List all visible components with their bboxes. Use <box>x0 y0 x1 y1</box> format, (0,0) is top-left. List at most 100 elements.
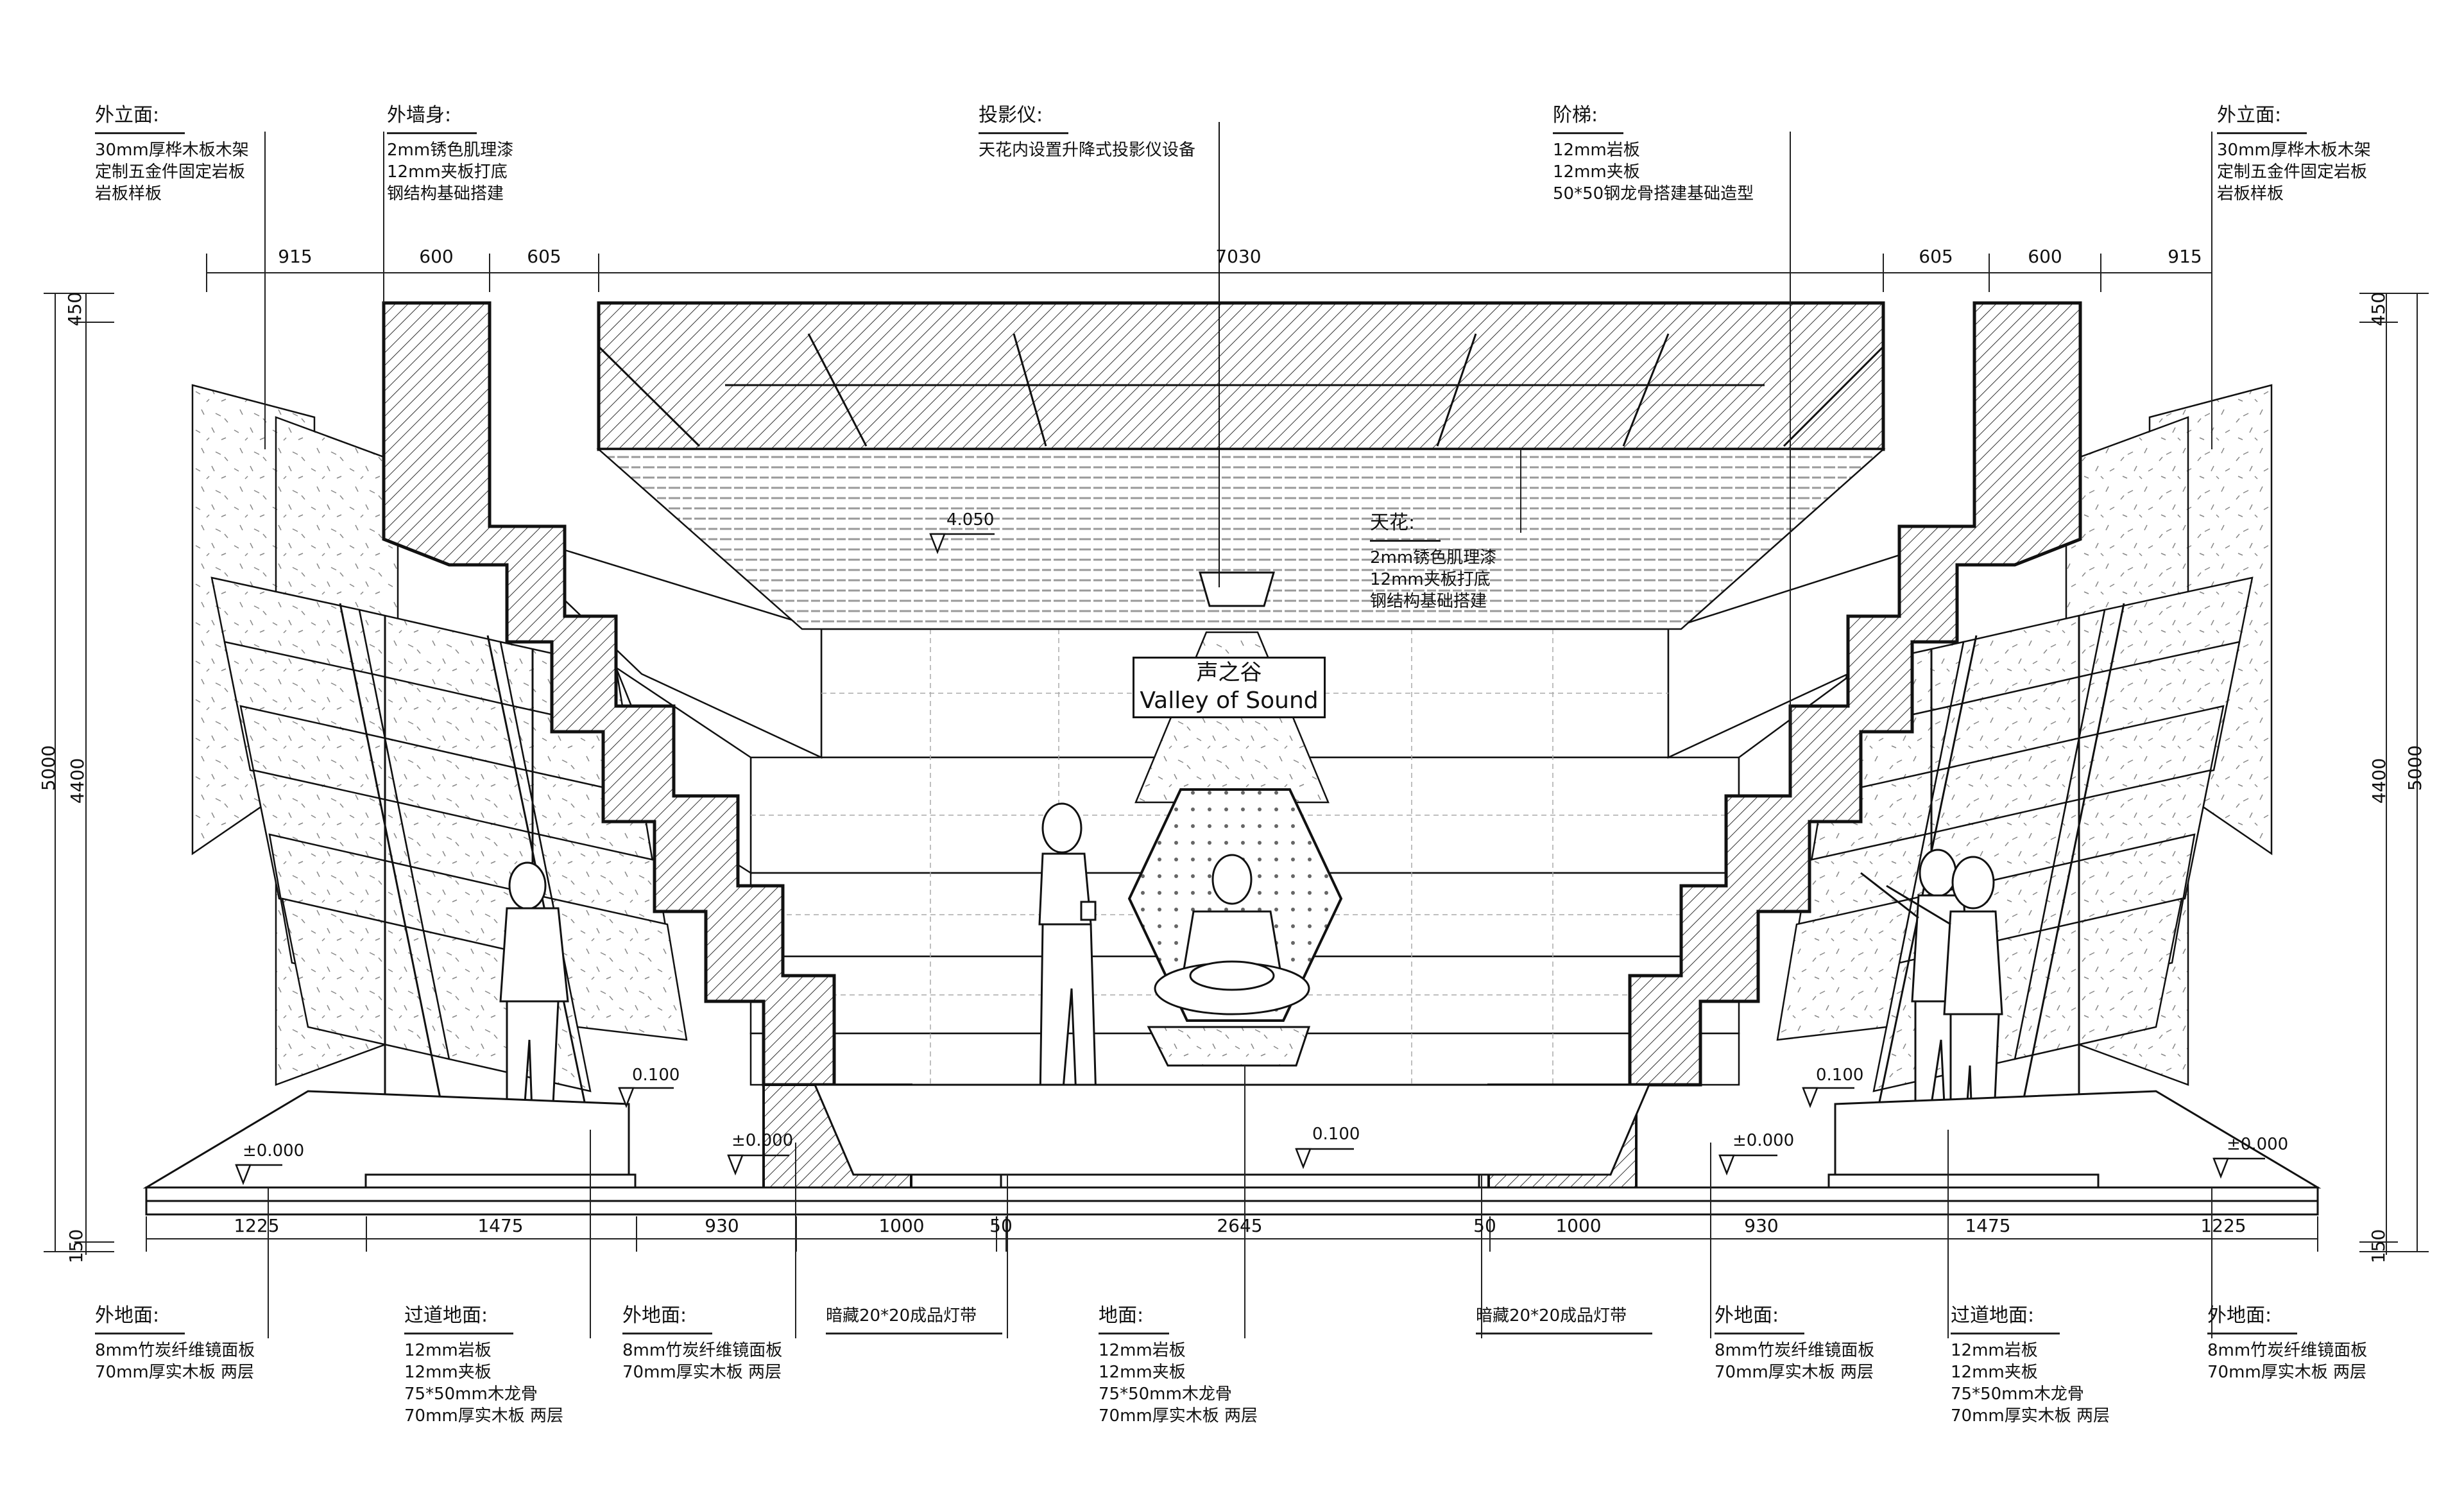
note-line: 2mm锈色肌理漆 <box>387 141 514 160</box>
top-dimension-line <box>206 254 2212 292</box>
hexagon-backrest <box>1127 788 1343 1022</box>
elev-ground-left-inner: ±0.000 <box>732 1131 794 1150</box>
note-line: 50*50钢龙骨搭建基础造型 <box>1553 184 1754 203</box>
note-line: 12mm夹板打底 <box>387 162 508 182</box>
note-title: 过道地面: <box>404 1303 514 1334</box>
elev-ceiling: 4.050 <box>946 510 995 530</box>
note-line: 12mm岩板 <box>1099 1341 1186 1360</box>
note-line: 8mm竹炭纤维镜面板 <box>2207 1341 2368 1360</box>
dim-bottom-6: 50 <box>1473 1215 1496 1236</box>
elev-right-passage: 0.100 <box>1816 1066 1864 1085</box>
dim-left-base: 150 <box>65 1229 87 1264</box>
note-line: 12mm夹板 <box>404 1363 492 1382</box>
projector-housing <box>1199 571 1275 607</box>
right-stepped-wall <box>1628 301 2082 1087</box>
ceiling-structure <box>597 301 1885 451</box>
note-title: 外地面: <box>1715 1303 1805 1334</box>
note-line: 钢结构基础搭建 <box>1370 592 1487 611</box>
valley-of-sound-sign: 声之谷 Valley of Sound <box>1133 657 1326 718</box>
note-outer-floor-1: 外地面: 8mm竹炭纤维镜面板 70mm厚实木板 两层 <box>95 1303 255 1383</box>
note-title: 外墙身: <box>387 103 477 134</box>
note-line: 70mm厚实木板 两层 <box>2207 1363 2367 1382</box>
note-title: 外地面: <box>622 1303 713 1334</box>
note-line: 岩板样板 <box>2217 184 2284 203</box>
note-line: 钢结构基础搭建 <box>387 184 504 203</box>
note-line: 定制五金件固定岩板 <box>2217 162 2368 182</box>
note-line: 2mm锈色肌理漆 <box>1370 548 1497 567</box>
seat-base <box>1147 1026 1311 1067</box>
note-line: 12mm夹板 <box>1099 1363 1186 1382</box>
dim-bottom-9: 1475 <box>1965 1215 2011 1236</box>
note-line: 70mm厚实木板 两层 <box>1099 1406 1258 1426</box>
note-line: 70mm厚实木板 两层 <box>95 1363 255 1382</box>
standing-person-left <box>499 861 569 1131</box>
ceiling-soffit <box>596 448 1886 630</box>
dim-top-5: 600 <box>2028 246 2062 267</box>
sign-chinese: 声之谷 <box>1196 660 1262 686</box>
elev-stage: 0.100 <box>1312 1125 1360 1144</box>
dim-bottom-1: 1475 <box>477 1215 524 1236</box>
elevation-markers <box>235 533 2265 1186</box>
note-title: 外地面: <box>95 1303 185 1334</box>
dim-left-middle: 4400 <box>67 757 89 804</box>
note-line: 岩板样板 <box>95 184 162 203</box>
dim-bottom-8: 930 <box>1744 1215 1779 1236</box>
dim-left-total: 5000 <box>38 745 60 791</box>
note-line: 12mm夹板 <box>1951 1363 2038 1382</box>
note-title: 地面: <box>1099 1303 1170 1334</box>
seated-person <box>1154 854 1310 1015</box>
note-line: 75*50mm木龙骨 <box>1951 1385 2084 1404</box>
note-facade-right: 外立面: 30mm厚桦木板木架 定制五金件固定岩板 岩板样板 <box>2217 103 2371 205</box>
dim-top-1: 600 <box>419 246 454 267</box>
note-line: 70mm厚实木板 两层 <box>622 1363 782 1382</box>
note-title: 阶梯: <box>1553 103 1624 134</box>
dim-top-6: 915 <box>2168 246 2202 267</box>
note-projector: 投影仪: 天花内设置升降式投影仪设备 <box>979 103 1195 161</box>
dim-bottom-4: 50 <box>989 1215 1013 1236</box>
ceiling-steel-braces <box>597 333 1885 447</box>
sign-english: Valley of Sound <box>1140 687 1319 714</box>
dim-right-base: 150 <box>2368 1229 2390 1264</box>
right-facade-panels <box>1776 384 2273 1143</box>
left-vertical-dimensions <box>44 293 114 1255</box>
note-line: 12mm岩板 <box>1951 1341 2038 1360</box>
dim-bottom-10: 1225 <box>2200 1215 2246 1236</box>
dim-right-middle: 4400 <box>2368 757 2390 804</box>
note-steps: 阶梯: 12mm岩板 12mm夹板 50*50钢龙骨搭建基础造型 <box>1553 103 1754 205</box>
dim-right-top: 450 <box>2368 291 2390 327</box>
note-line: 70mm厚实木板 两层 <box>1951 1406 2110 1426</box>
note-passage-floor-1: 过道地面: 12mm岩板 12mm夹板 75*50mm木龙骨 70mm厚实木板 … <box>404 1303 563 1427</box>
note-line: 8mm竹炭纤维镜面板 <box>1715 1341 1875 1360</box>
note-passage-floor-2: 过道地面: 12mm岩板 12mm夹板 75*50mm木龙骨 70mm厚实木板 … <box>1951 1303 2110 1427</box>
right-vertical-dimensions <box>2359 293 2429 1255</box>
floor-platforms <box>142 1083 2322 1216</box>
dim-top-2: 605 <box>527 246 561 267</box>
note-line: 30mm厚桦木板木架 <box>95 141 249 160</box>
dim-top-0: 915 <box>278 246 312 267</box>
note-line: 12mm岩板 <box>404 1341 492 1360</box>
dim-right-total: 5000 <box>2404 745 2426 791</box>
note-line: 12mm岩板 <box>1553 141 1640 160</box>
elev-left-passage: 0.100 <box>632 1066 680 1085</box>
elev-ground-left-outer: ±0.000 <box>243 1141 305 1161</box>
note-facade-left: 外立面: 30mm厚桦木板木架 定制五金件固定岩板 岩板样板 <box>95 103 249 205</box>
note-led-strip-1: 暗藏20*20成品灯带 <box>826 1303 1003 1334</box>
note-title: 外立面: <box>2217 103 2307 134</box>
leader-lines <box>264 132 2212 1338</box>
dim-top-4: 605 <box>1919 246 1953 267</box>
note-exterior-wall: 外墙身: 2mm锈色肌理漆 12mm夹板打底 钢结构基础搭建 <box>387 103 513 205</box>
dim-bottom-2: 930 <box>705 1215 739 1236</box>
note-line: 8mm竹炭纤维镜面板 <box>95 1341 255 1360</box>
note-line: 定制五金件固定岩板 <box>95 162 246 182</box>
note-line: 75*50mm木龙骨 <box>1099 1385 1232 1404</box>
note-line: 12mm夹板打底 <box>1370 570 1491 589</box>
dim-left-top: 450 <box>64 291 86 327</box>
note-floor: 地面: 12mm岩板 12mm夹板 75*50mm木龙骨 70mm厚实木板 两层 <box>1099 1303 1258 1427</box>
dim-top-3: 7030 <box>1215 246 1262 267</box>
note-title: 暗藏20*20成品灯带 <box>1476 1303 1653 1334</box>
note-line: 70mm厚实木板 两层 <box>1715 1363 1874 1382</box>
left-facade-panels <box>191 384 688 1143</box>
note-line: 70mm厚实木板 两层 <box>404 1406 564 1426</box>
dim-bottom-5: 2645 <box>1217 1215 1263 1236</box>
